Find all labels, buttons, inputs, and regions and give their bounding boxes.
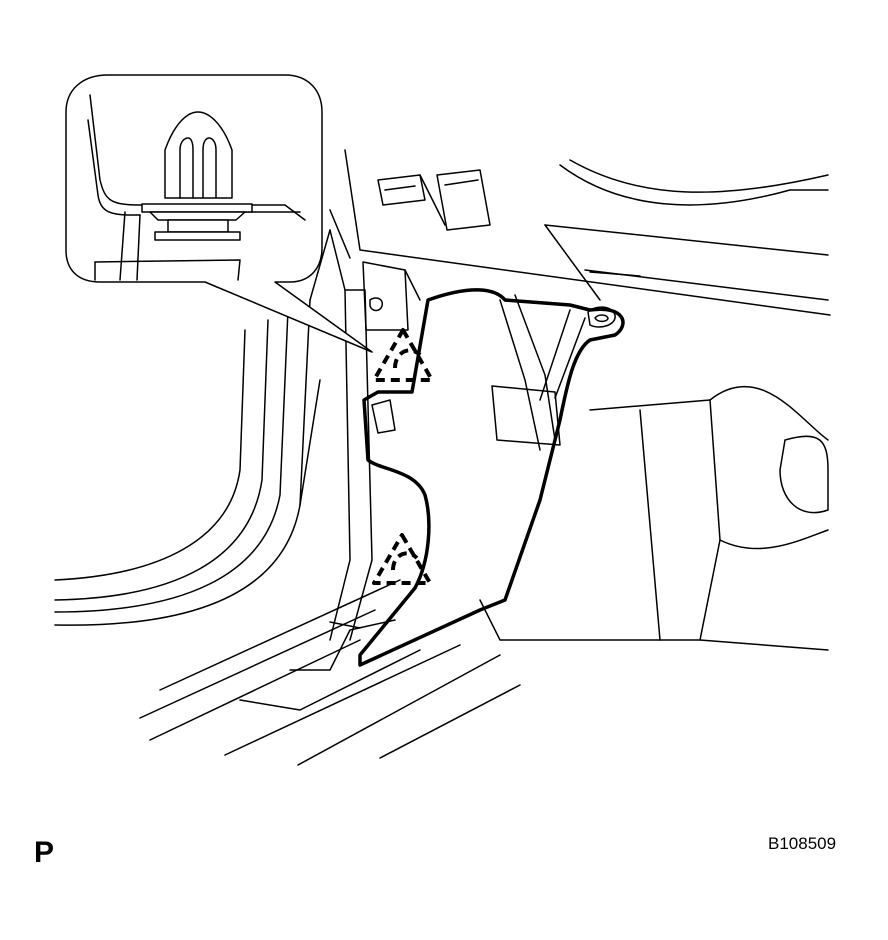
view-label: P [34, 836, 55, 869]
clip-marker-lower [372, 533, 432, 585]
figure-code: B108509 [768, 834, 837, 853]
door-sill [139, 579, 521, 766]
front-door-scuff-plate-outline [358, 288, 625, 667]
instrument-panel [329, 149, 831, 651]
clip-detail-callout [65, 74, 373, 353]
clip-icon [141, 111, 253, 241]
clip-marker-upper [372, 328, 434, 382]
door-opening-frame [54, 229, 421, 641]
